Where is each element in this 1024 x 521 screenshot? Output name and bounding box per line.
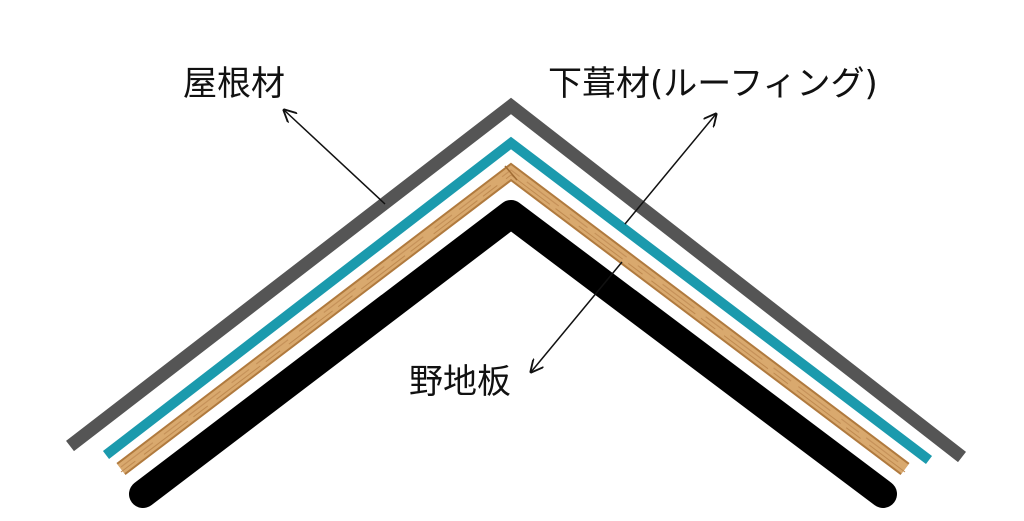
underlayment-arrow (624, 114, 716, 225)
underlayment-layer (102, 136, 933, 464)
sheathing-layer (116, 162, 910, 475)
underlayment-label: 下葺材(ルーフィング) (548, 64, 878, 104)
roofing-material-label: 屋根材 (183, 64, 285, 104)
roofing-material-arrow (284, 110, 386, 205)
roofing-material-layer (66, 97, 966, 463)
sheathing-label: 野地板 (409, 362, 511, 402)
rafter-layer (129, 200, 897, 508)
sheathing-arrow (531, 261, 623, 372)
